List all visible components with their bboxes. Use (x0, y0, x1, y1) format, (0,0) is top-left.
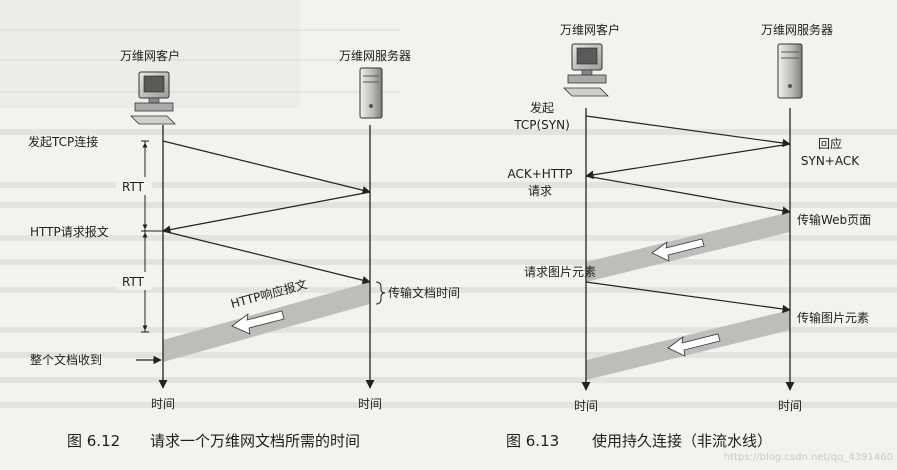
http-request-arrow-12 (162, 230, 371, 285)
time-label-server-12: 时间 (358, 397, 382, 411)
client-label-12: 万维网客户 (120, 48, 180, 63)
ack-http-arrow-13 (585, 175, 791, 215)
transfer-web-page-label: 传输Web页面 (797, 212, 871, 227)
tcp-connect-label: 发起TCP连接 (28, 134, 98, 149)
response-hollow-arrow-12 (231, 310, 285, 335)
image-hollow-arrow (667, 333, 721, 357)
transfer-time-label: 传输文档时间 (388, 285, 460, 300)
synack-arrow-13 (585, 143, 791, 179)
transfer-time-brace (375, 281, 386, 305)
syn-label-line2: TCP(SYN) (513, 118, 570, 132)
caption-13: 使用持久连接（非流水线） (592, 432, 772, 450)
syn-arrow-13 (585, 115, 791, 148)
caption-12: 请求一个万维网文档所需的时间 (150, 432, 360, 450)
ack-label-line1: ACK+HTTP (507, 167, 572, 181)
rtt-label-2: RTT (122, 275, 145, 289)
http-request-label-12: HTTP请求报文 (30, 224, 109, 239)
caption-number-13: 图 6.13 (506, 432, 559, 450)
client-computer-icon (130, 71, 176, 125)
server-tower-icon-13 (777, 43, 803, 99)
watermark: https://blog.csdn.net/qq_4391460 (724, 452, 893, 463)
tcp-syn-arrow-12 (162, 140, 371, 195)
server-tower-icon (359, 67, 383, 119)
time-label-server-13: 时间 (778, 399, 802, 413)
request-image-label: 请求图片元素 (524, 265, 596, 279)
ack-label-line2: 请求 (528, 184, 552, 198)
time-label-client-13: 时间 (574, 399, 598, 413)
client-computer-icon-13 (563, 43, 609, 97)
caption-number-12: 图 6.12 (67, 432, 120, 450)
rtt-label-1: RTT (122, 180, 145, 194)
transfer-image-label: 传输图片元素 (797, 310, 869, 325)
web-page-hollow-arrow (651, 238, 705, 262)
figure-6-12: 万维网客户 万维网服务器 RTT RTT (28, 48, 460, 450)
image-request-arrow-13 (585, 281, 791, 314)
time-label-client-12: 时间 (151, 397, 175, 411)
server-label-13: 万维网服务器 (761, 22, 833, 37)
received-label: 整个文档收到 (30, 352, 102, 367)
figure-6-13: 万维网客户 万维网服务器 发起 TCP(SYN) 回应 SYN+ACK ACK+… (506, 22, 871, 450)
syn-label-line1: 发起 (530, 100, 554, 115)
tcp-synack-arrow-12 (162, 191, 371, 234)
reply-label-line2: SYN+ACK (801, 154, 860, 168)
client-label-13: 万维网客户 (560, 22, 620, 37)
server-label-12: 万维网服务器 (339, 48, 411, 63)
reply-label-line1: 回应 (818, 136, 842, 151)
